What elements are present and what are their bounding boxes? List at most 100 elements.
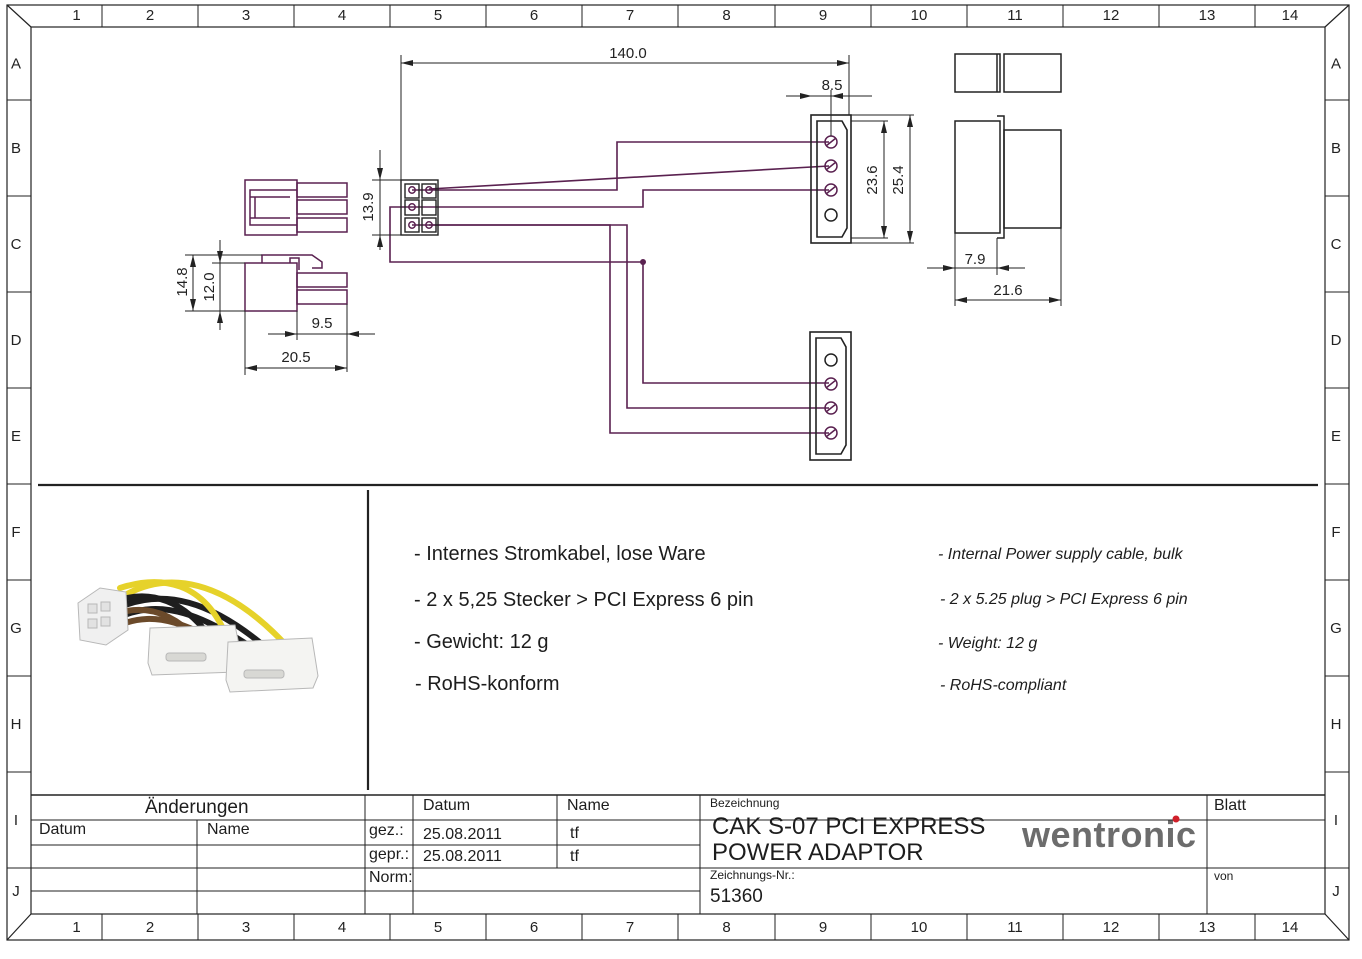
designation-line-1: CAK S-07 PCI EXPRESS: [712, 813, 986, 840]
desc-de-3: - Gewicht: 12 g: [414, 631, 549, 653]
desc-en-4: - RoHS-compliant: [940, 677, 1067, 694]
dim-pcie-total-depth: 20.5: [281, 349, 310, 366]
dimension-labels: 140.0 8.5 23.6 25.4 13.9 14.8 12.0 9.5 2…: [174, 45, 1023, 366]
pcie-connector-top-view: [244, 179, 348, 236]
grid-row-right-C: C: [1331, 236, 1342, 253]
grid-col-bottom-6: 6: [530, 919, 538, 936]
dim-pcie-height: 13.9: [360, 192, 377, 221]
grid-row-right-J: J: [1332, 883, 1340, 900]
grid-row-left-H: H: [11, 716, 22, 733]
desc-en-2: - 2 x 5.25 plug > PCI Express 6 pin: [940, 591, 1188, 608]
drawn-date: 25.08.2011: [423, 826, 502, 843]
molex-side-view-top: [954, 53, 1062, 93]
grid-col-top-4: 4: [338, 7, 346, 24]
molex-connector-2-pins: [824, 377, 838, 440]
grid-col-bottom-13: 13: [1199, 919, 1216, 936]
wire-4: [389, 206, 829, 384]
grid-row-left-F: F: [11, 524, 20, 541]
grid-col-bottom-11: 11: [1007, 919, 1023, 936]
grid-col-bottom-12: 12: [1103, 919, 1120, 936]
grid-col-top-9: 9: [819, 7, 827, 24]
molex-connector-2: [809, 331, 852, 461]
changes-name-header: Name: [207, 821, 250, 838]
grid-row-left-E: E: [11, 428, 21, 445]
grid-col-bottom-3: 3: [242, 919, 250, 936]
logo-dot: [1172, 815, 1180, 823]
grid-col-top-8: 8: [722, 7, 730, 24]
grid-row-left-C: C: [11, 236, 22, 253]
molex-1-empty-pin: [824, 208, 838, 222]
grid-col-bottom-4: 4: [338, 919, 346, 936]
dim-molex-pin-offset: 8.5: [822, 77, 843, 94]
molex-connector-1-pins: [824, 135, 838, 197]
grid-col-top-3: 3: [242, 7, 250, 24]
grid-col-top-12: 12: [1103, 7, 1120, 24]
grid-ticks: [7, 5, 1349, 940]
molex-side-view-body: [954, 115, 1062, 239]
grid-col-top-11: 11: [1007, 7, 1023, 24]
grid-row-left-A: A: [11, 56, 21, 73]
of-label: von: [1214, 869, 1234, 883]
grid-col-top-5: 5: [434, 7, 442, 24]
dim-molex-flange: 7.9: [965, 251, 986, 268]
dim-pcie-pin-depth: 9.5: [312, 315, 333, 332]
designation-line-2: POWER ADAPTOR: [712, 839, 924, 866]
desc-de-4: - RoHS-konform: [415, 673, 560, 695]
grid-col-bottom-8: 8: [722, 919, 730, 936]
pcie-pins: [408, 186, 433, 229]
pcie-connector-front: [400, 179, 439, 236]
pcie-connector-side-view: [244, 254, 348, 312]
name-header: Name: [567, 797, 610, 814]
grid-row-right-D: D: [1331, 332, 1342, 349]
wire-6: [412, 224, 829, 434]
grid-row-left-B: B: [11, 140, 21, 157]
grid-row-right-A: A: [1331, 56, 1341, 73]
changes-title: Änderungen: [145, 797, 249, 818]
grid-col-bottom-14: 14: [1282, 919, 1299, 936]
desc-en-3: - Weight: 12 g: [938, 635, 1038, 652]
wire-junction: [640, 259, 646, 265]
product-molex-plug-2: [225, 637, 319, 693]
molex-2-empty-pin: [824, 353, 838, 367]
grid-col-top-6: 6: [530, 7, 538, 24]
grid-col-bottom-2: 2: [146, 919, 154, 936]
desc-en-1: - Internal Power supply cable, bulk: [938, 546, 1183, 563]
dim-molex-depth: 21.6: [993, 282, 1022, 299]
grid-row-right-I: I: [1334, 812, 1338, 829]
dim-pcie-side-outer: 14.8: [174, 267, 191, 296]
wire-1: [412, 141, 829, 191]
grid-col-bottom-7: 7: [626, 919, 634, 936]
drawing-no-label: Zeichnungs-Nr.:: [710, 868, 795, 882]
grid-row-left-J: J: [12, 883, 20, 900]
grid-col-top-13: 13: [1199, 7, 1216, 24]
product-pcie-plug: [77, 587, 129, 646]
grid-row-right-G: G: [1330, 620, 1342, 637]
grid-row-left-D: D: [11, 332, 22, 349]
title-block-lines: [31, 794, 1325, 914]
product-photo: [77, 579, 319, 693]
grid-row-right-B: B: [1331, 140, 1341, 157]
wire-2: [428, 165, 830, 190]
checked-name: tf: [570, 848, 579, 865]
designation-label: Bezeichnung: [710, 796, 780, 810]
drawn-label: gez.:: [369, 822, 404, 839]
grid-col-top-10: 10: [911, 7, 928, 24]
date-header: Datum: [423, 797, 471, 814]
grid-col-top-14: 14: [1282, 7, 1299, 24]
grid-row-left-G: G: [10, 620, 22, 637]
grid-row-left-I: I: [14, 812, 18, 829]
grid-col-bottom-10: 10: [911, 919, 928, 936]
grid-col-bottom-5: 5: [434, 919, 442, 936]
wentronic-logo: wentronic: [1022, 814, 1197, 855]
sheet-label: Blatt: [1214, 797, 1247, 814]
dim-overall-length: 140.0: [609, 45, 647, 62]
grid-row-right-E: E: [1331, 428, 1341, 445]
norm-label: Norm:: [369, 869, 413, 886]
dim-molex-outer-height: 25.4: [890, 165, 907, 194]
grid-col-bottom-1: 1: [72, 919, 80, 936]
grid-col-top-1: 1: [72, 7, 80, 24]
changes-date-header: Datum: [39, 821, 87, 838]
dim-molex-inner-height: 23.6: [864, 165, 881, 194]
